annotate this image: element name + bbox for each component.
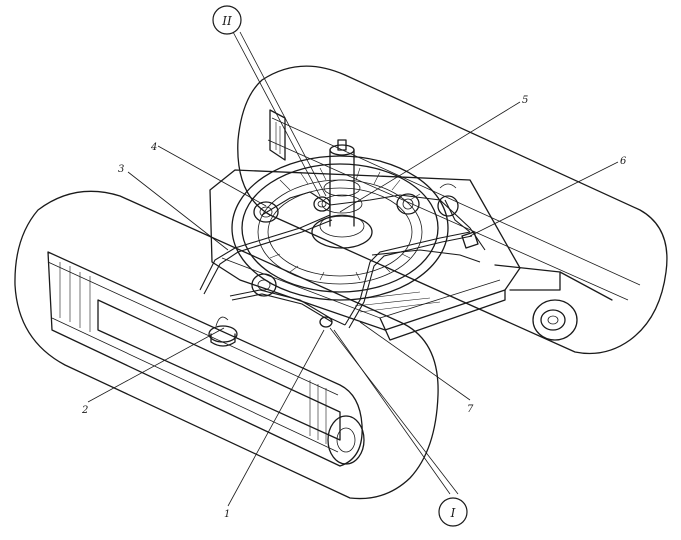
rear-crawler-track [237, 65, 668, 355]
callout-3: 3 [118, 164, 124, 175]
slewing-ring [231, 155, 449, 301]
front-idler-wheel [327, 415, 365, 465]
brake-unit-left-bottom [251, 273, 277, 297]
callout-1: 1 [224, 509, 230, 520]
coupling-center-front [319, 316, 333, 328]
callout-7: 7 [467, 404, 474, 415]
callout-5: 5 [522, 95, 528, 106]
leader-lines [87, 29, 619, 507]
view-callout-bottom: I [438, 497, 468, 527]
front-crawler-track [14, 190, 439, 500]
brake-unit-far-right [437, 183, 459, 217]
callout-6: 6 [620, 156, 627, 167]
hydraulic-pipelines [199, 191, 486, 329]
valve-block-right [461, 231, 479, 249]
rear-idler-wheel [532, 299, 578, 341]
brake-unit-front [208, 316, 238, 347]
view-callout-top: II [212, 5, 242, 35]
brake-unit-left-top [253, 201, 279, 223]
view-callout-top-label: II [221, 14, 232, 28]
callout-4: 4 [150, 142, 157, 153]
callout-2: 2 [81, 405, 88, 416]
center-frame [209, 169, 561, 341]
central-rotary-column [311, 139, 373, 249]
brake-unit-right [396, 193, 420, 215]
brake-unit-center [313, 196, 331, 212]
view-callout-bottom-label: I [450, 506, 456, 520]
